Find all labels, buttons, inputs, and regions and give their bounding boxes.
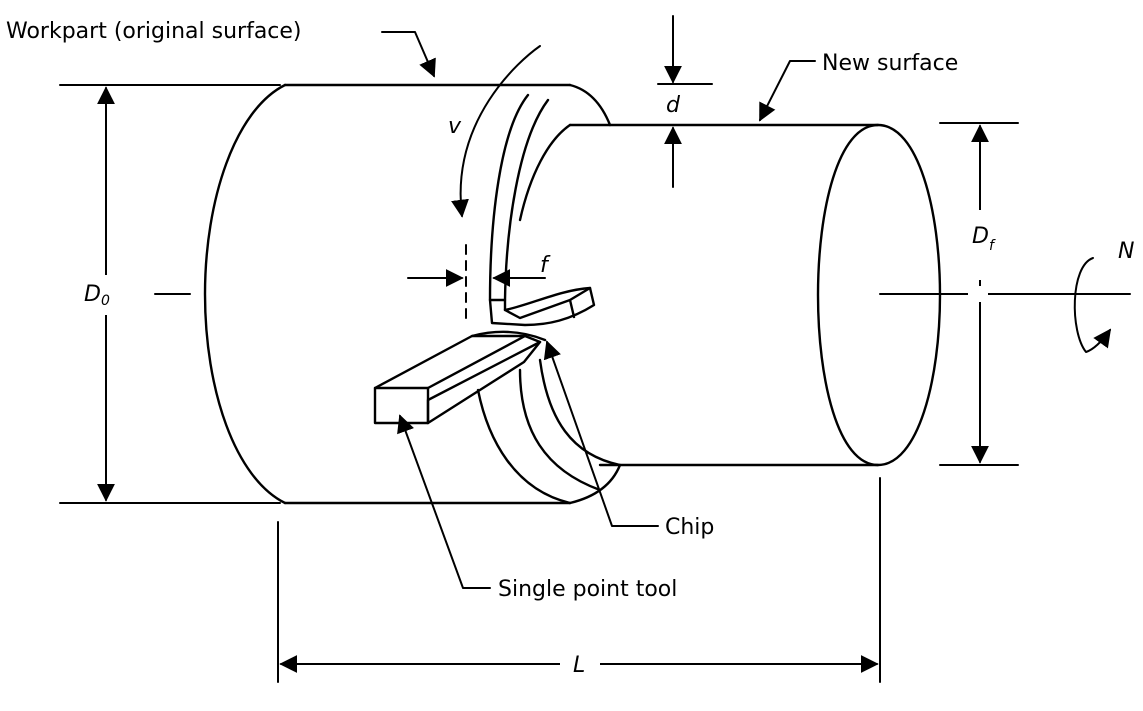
chip-leader — [543, 340, 659, 527]
f-label: f — [540, 253, 551, 278]
single-point-tool-label: Single point tool — [498, 577, 677, 602]
df-label: Df — [972, 224, 996, 254]
l-label: L — [573, 653, 585, 678]
n-label: N — [1118, 239, 1134, 264]
v-label: v — [448, 114, 462, 139]
new-surface-leader — [759, 60, 816, 122]
single-point-tool — [373, 330, 547, 425]
new-surface-cylinder — [518, 123, 942, 467]
workpart-label: Workpart (original surface) — [6, 19, 302, 44]
n-rotation-arrow — [1073, 257, 1112, 353]
d-label: d — [666, 93, 681, 118]
chip — [488, 286, 596, 327]
workpart-leader — [381, 31, 436, 78]
v-arrow — [451, 45, 541, 218]
workpart-cylinder — [203, 83, 622, 505]
chip-label: Chip — [665, 515, 714, 540]
tool-leader — [397, 414, 491, 589]
new-surface-label: New surface — [822, 51, 958, 76]
d0-label: D0 — [84, 282, 110, 309]
